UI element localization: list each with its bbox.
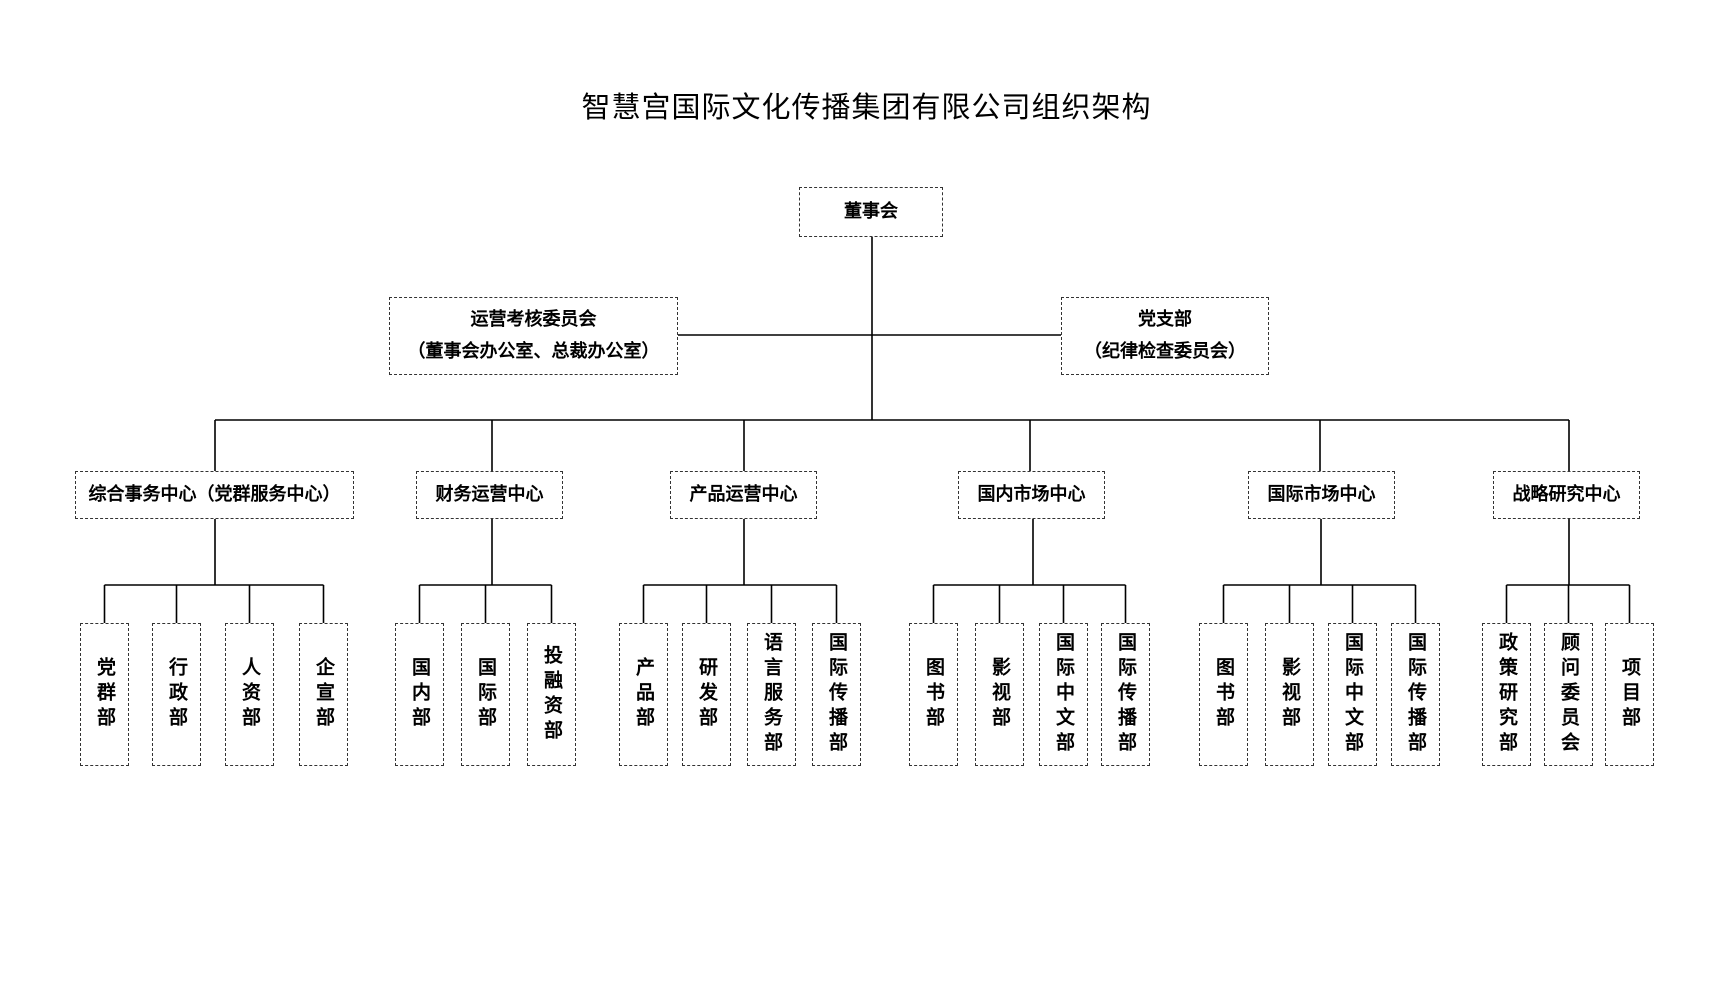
department-label: 国际传播部 bbox=[826, 632, 848, 757]
department-label: 国际部 bbox=[475, 657, 497, 732]
center-label: 战略研究中心 bbox=[1512, 484, 1621, 505]
department-box: 国际传播部 bbox=[1101, 623, 1150, 766]
department-box: 行政部 bbox=[152, 623, 201, 766]
chart-title: 智慧宫国际文化传播集团有限公司组织架构 bbox=[581, 90, 1152, 124]
department-box: 顾问委员会 bbox=[1544, 623, 1593, 766]
department-box: 人资部 bbox=[225, 623, 274, 766]
department-box: 图书部 bbox=[1199, 623, 1248, 766]
department-box: 企宣部 bbox=[299, 623, 348, 766]
department-label: 图书部 bbox=[923, 657, 945, 732]
department-box: 项目部 bbox=[1605, 623, 1654, 766]
center-box: 产品运营中心 bbox=[670, 471, 817, 519]
department-label: 国际中文部 bbox=[1342, 632, 1364, 757]
ops-committee-box: 运营考核委员会 （董事会办公室、总裁办公室） bbox=[389, 297, 678, 375]
center-label: 财务运营中心 bbox=[435, 484, 544, 505]
department-box: 影视部 bbox=[1265, 623, 1314, 766]
center-label: 国内市场中心 bbox=[977, 484, 1086, 505]
party-branch-line2: （纪律检查委员会） bbox=[1084, 341, 1246, 362]
center-box: 战略研究中心 bbox=[1493, 471, 1640, 519]
department-box: 图书部 bbox=[909, 623, 958, 766]
department-box: 国际中文部 bbox=[1328, 623, 1377, 766]
department-label: 企宣部 bbox=[313, 657, 335, 732]
center-label: 产品运营中心 bbox=[689, 484, 798, 505]
center-label: 综合事务中心（党群服务中心） bbox=[88, 484, 341, 505]
ops-committee-line2: （董事会办公室、总裁办公室） bbox=[407, 341, 660, 362]
department-box: 国际部 bbox=[461, 623, 510, 766]
department-box: 产品部 bbox=[619, 623, 668, 766]
department-box: 政策研究部 bbox=[1482, 623, 1531, 766]
department-label: 人资部 bbox=[239, 657, 261, 732]
department-box: 投融资部 bbox=[527, 623, 576, 766]
center-box: 财务运营中心 bbox=[416, 471, 563, 519]
department-label: 国际传播部 bbox=[1405, 632, 1427, 757]
department-label: 图书部 bbox=[1213, 657, 1235, 732]
department-box: 影视部 bbox=[975, 623, 1024, 766]
department-label: 研发部 bbox=[696, 657, 718, 732]
department-label: 项目部 bbox=[1619, 657, 1641, 732]
center-label: 国际市场中心 bbox=[1267, 484, 1376, 505]
department-label: 产品部 bbox=[633, 657, 655, 732]
department-label: 政策研究部 bbox=[1496, 632, 1518, 757]
party-branch-line1: 党支部 bbox=[1138, 309, 1192, 330]
department-label: 影视部 bbox=[1279, 657, 1301, 732]
department-label: 行政部 bbox=[166, 657, 188, 732]
ops-committee-line1: 运营考核委员会 bbox=[470, 309, 597, 330]
department-box: 国际传播部 bbox=[1391, 623, 1440, 766]
party-branch-box: 党支部 （纪律检查委员会） bbox=[1061, 297, 1269, 375]
department-label: 语言服务部 bbox=[761, 632, 783, 757]
board-box: 董事会 bbox=[799, 187, 943, 237]
department-label: 国际中文部 bbox=[1053, 632, 1075, 757]
department-label: 影视部 bbox=[989, 657, 1011, 732]
department-label: 顾问委员会 bbox=[1558, 632, 1580, 757]
board-label: 董事会 bbox=[844, 201, 898, 222]
department-label: 投融资部 bbox=[541, 644, 563, 745]
department-box: 研发部 bbox=[682, 623, 731, 766]
center-box: 综合事务中心（党群服务中心） bbox=[75, 471, 354, 519]
department-box: 语言服务部 bbox=[747, 623, 796, 766]
department-label: 党群部 bbox=[94, 657, 116, 732]
center-box: 国内市场中心 bbox=[958, 471, 1105, 519]
department-box: 国际传播部 bbox=[812, 623, 861, 766]
department-box: 国际中文部 bbox=[1039, 623, 1088, 766]
department-label: 国内部 bbox=[409, 657, 431, 732]
department-label: 国际传播部 bbox=[1115, 632, 1137, 757]
department-box: 党群部 bbox=[80, 623, 129, 766]
department-box: 国内部 bbox=[395, 623, 444, 766]
center-box: 国际市场中心 bbox=[1248, 471, 1395, 519]
